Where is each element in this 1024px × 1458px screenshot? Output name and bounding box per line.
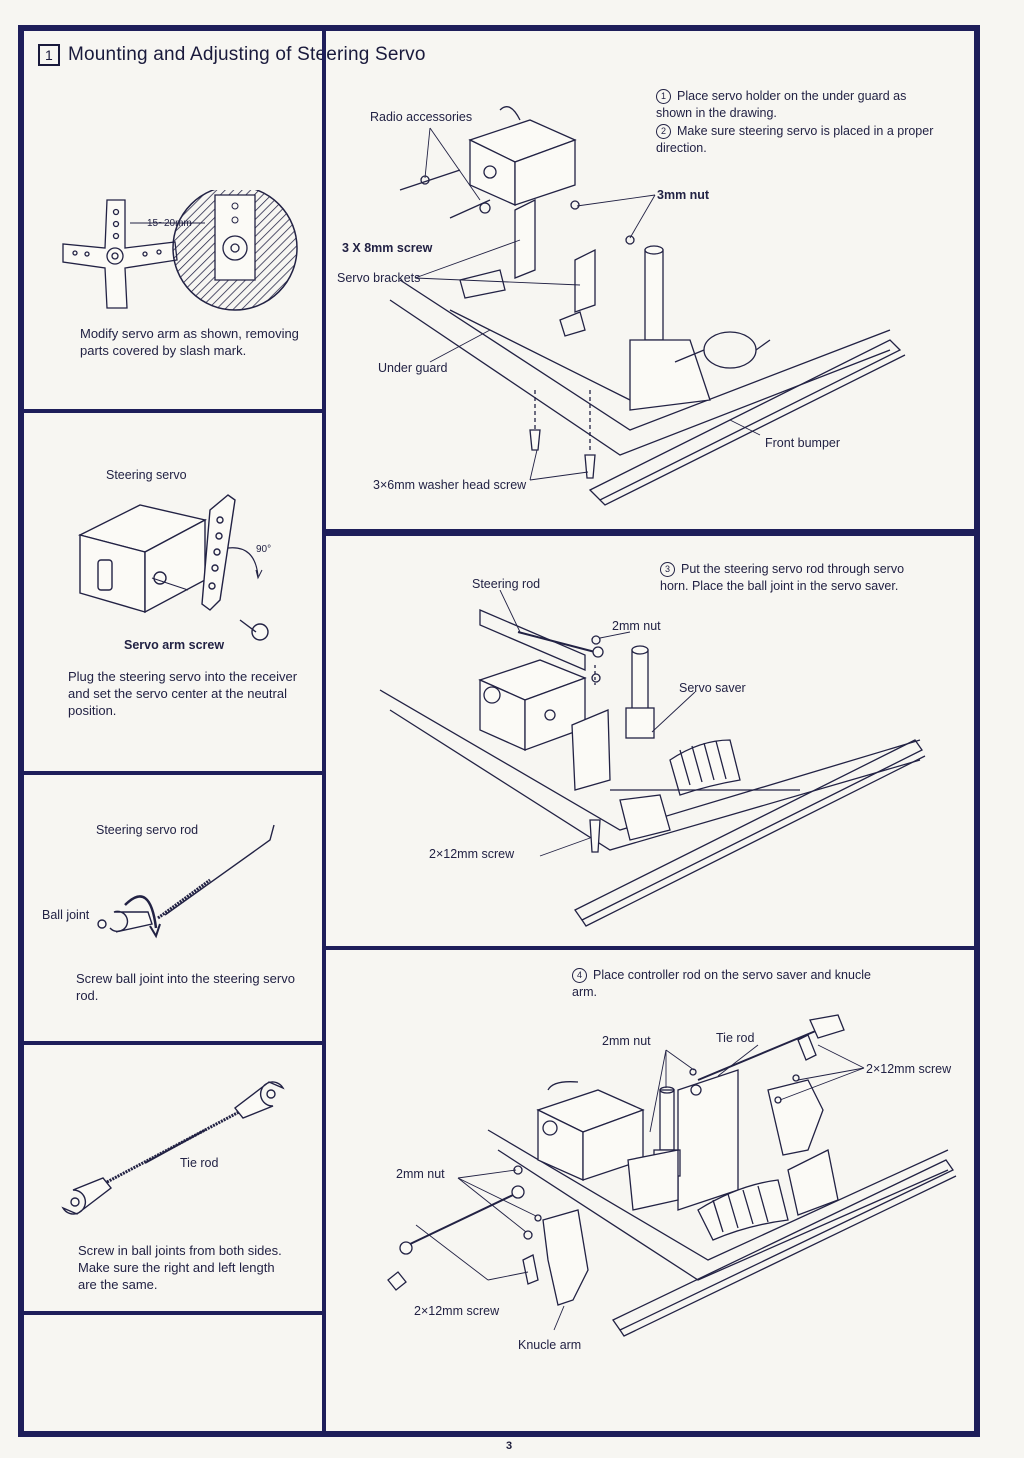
arm-dimension-label: 15~20mm <box>147 218 192 229</box>
screw-2x12-right-label: 2×12mm screw <box>866 1062 952 1076</box>
tie-rod-label: Tie rod <box>716 1031 755 1045</box>
nut-2mm-left-label: 2mm nut <box>396 1167 445 1181</box>
servo-mount-diagram <box>389 106 906 506</box>
section-number: 1 <box>38 44 60 66</box>
main-panel-3 <box>322 946 980 1437</box>
nut-3mm-label: 3mm nut <box>657 188 710 202</box>
screw-2x12-label: 2×12mm screw <box>429 847 515 861</box>
tie-rod-caption: Screw in ball joints from both sides. Ma… <box>78 1243 282 1292</box>
servo-arm-illustration: 15~20mm <box>62 190 298 311</box>
nut-2mm-label: 2mm nut <box>612 619 661 633</box>
steering-servo-label: Steering servo <box>106 468 187 482</box>
left-panel-5 <box>18 1311 326 1437</box>
angle-label: 90° <box>256 544 271 555</box>
knuckle-arm-label: Knucle arm <box>518 1338 582 1352</box>
page-title: 1 Mounting and Adjusting of Steering Ser… <box>38 44 426 66</box>
screw-3x8-label: 3 X 8mm screw <box>342 241 433 255</box>
controller-rod-diagram <box>387 1014 957 1337</box>
arm-modify-caption: Modify servo arm as shown, removing part… <box>80 326 299 358</box>
servo-rod-illustration <box>97 824 275 939</box>
under-guard-label: Under guard <box>378 361 448 375</box>
servo-center-caption: Plug the steering servo into the receive… <box>68 669 298 718</box>
main-panel-1 <box>322 25 980 533</box>
front-bumper-label: Front bumper <box>765 436 841 450</box>
servo-brackets-label: Servo brackets <box>337 271 421 285</box>
washer-screw-label: 3×6mm washer head screw <box>373 478 527 492</box>
tie-rod-illustration <box>61 1081 285 1215</box>
page-frame <box>18 25 980 1437</box>
steering-rod-label: Steering rod <box>472 577 541 591</box>
ball-joint-label: Ball joint <box>42 908 90 922</box>
page-number: 3 <box>506 1440 513 1452</box>
servo-arm-screw-label: Servo arm screw <box>124 638 225 652</box>
steering-servo-rod-label: Steering servo rod <box>96 823 199 837</box>
servo-saver-label: Servo saver <box>679 681 746 695</box>
screw-2x12-bottom-label: 2×12mm screw <box>414 1304 500 1318</box>
section-title: Mounting and Adjusting of Steering Servo <box>68 44 426 65</box>
radio-accessories-label: Radio accessories <box>370 110 473 124</box>
nut-2mm-top-label: 2mm nut <box>602 1034 651 1048</box>
tie-rod-label-left: Tie rod <box>180 1156 219 1170</box>
steering-servo-illustration: 90° <box>78 494 271 641</box>
servo-rod-diagram <box>379 590 926 927</box>
ball-joint-caption: Screw ball joint into the steering servo… <box>76 971 295 1003</box>
